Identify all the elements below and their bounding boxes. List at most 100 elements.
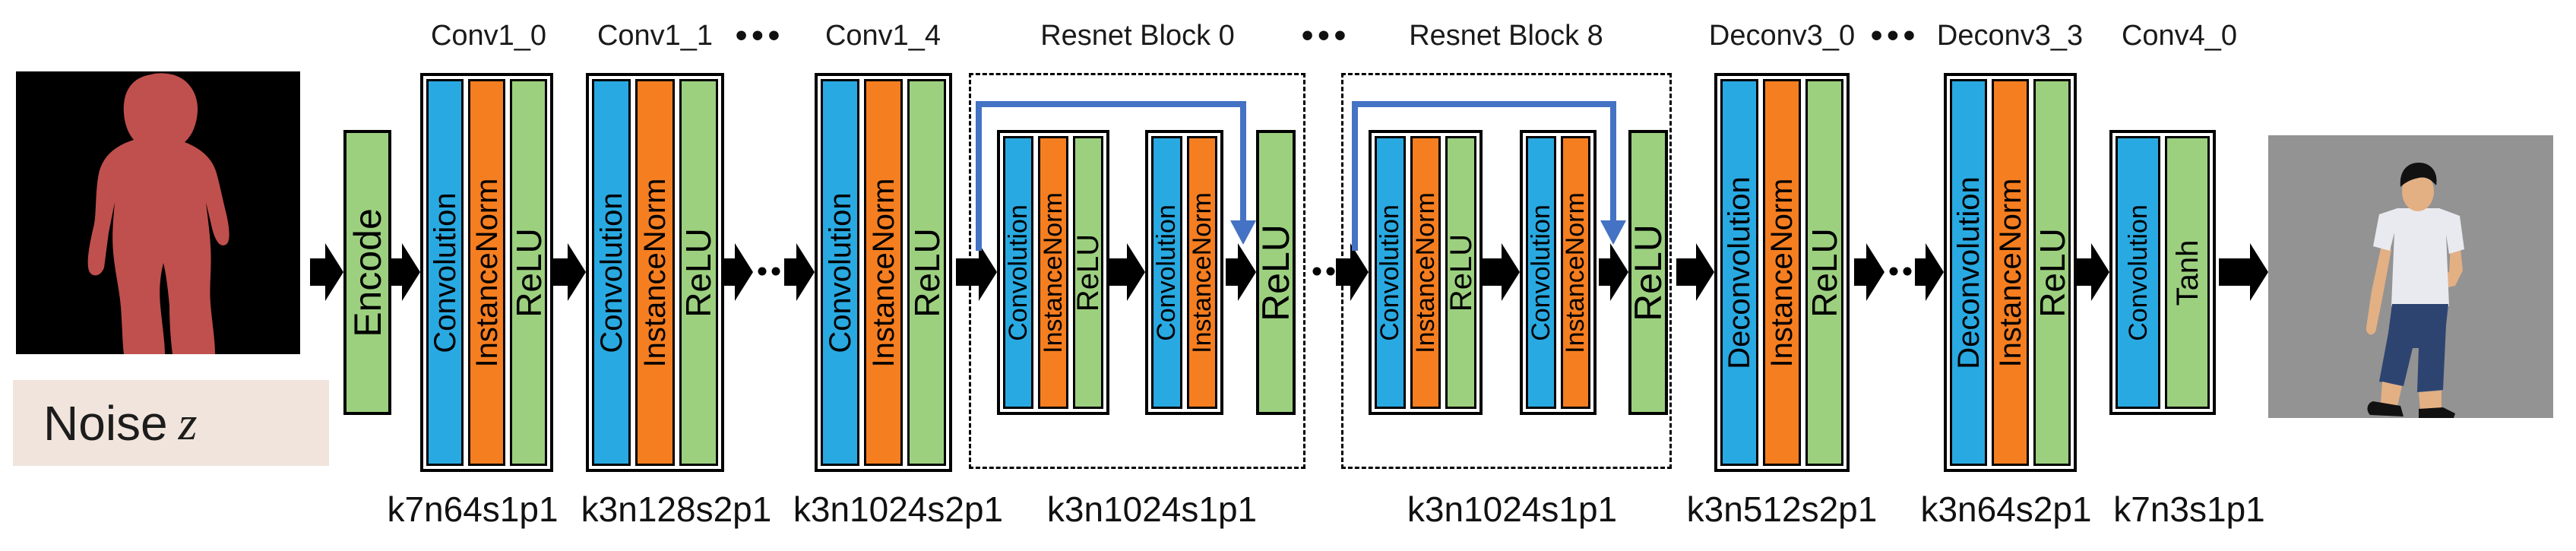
bar-instancenorm: InstanceNorm	[1763, 79, 1801, 466]
layer-bar-label: ReLU	[1805, 227, 1844, 318]
layer-bar-label: InstanceNorm	[1765, 178, 1799, 367]
person-silhouette-illustration	[87, 73, 229, 354]
noise-label: Noise	[43, 395, 168, 451]
layer-bar-label: InstanceNorm	[638, 178, 672, 367]
bar-convolution: Convolution	[592, 79, 631, 466]
hyperparam-label: k7n3s1p1	[2113, 489, 2265, 529]
generated-person-illustration	[2366, 163, 2464, 418]
top-label-deconv3_3: Deconv3_3	[1936, 20, 2084, 52]
bar-relu: ReLU	[1444, 136, 1478, 409]
bar-convolution: Convolution	[2116, 136, 2160, 409]
hyperparam-label: k7n64s1p1	[387, 489, 559, 529]
bar-instancenorm: InstanceNorm	[1560, 136, 1590, 409]
flow-arrow	[956, 243, 997, 301]
bar-instancenorm: InstanceNorm	[468, 79, 505, 466]
input-segmentation-image	[16, 71, 300, 354]
bar-encode: Encode	[343, 130, 391, 415]
layer-bar-label: Convolution	[1375, 204, 1405, 341]
bar-instancenorm: InstanceNorm	[1038, 136, 1068, 409]
noise-symbol: z	[178, 395, 198, 450]
bar-tanh: Tanh	[2165, 136, 2210, 409]
bar-instancenorm: InstanceNorm	[1992, 79, 2029, 466]
hyperparam-label: k3n64s2p1	[1920, 489, 2092, 529]
flow-arrow	[1483, 243, 1520, 301]
flow-arrow	[1226, 243, 1256, 301]
layer-bar-label: Convolution	[1526, 204, 1555, 341]
hyperparam-label: k3n1024s2p1	[793, 489, 1004, 529]
skip-connection-arrowhead-icon	[1600, 220, 1626, 245]
skip-connection-line	[1352, 101, 1616, 251]
flow-arrow	[1915, 243, 1944, 301]
bar-instancenorm: InstanceNorm	[1410, 136, 1441, 409]
flow-arrow	[1109, 243, 1145, 301]
bar-relu: ReLU	[1805, 79, 1844, 466]
bar-instancenorm: InstanceNorm	[1186, 136, 1217, 409]
ellipsis-dot	[771, 267, 780, 276]
layer-bar-label: ReLU	[1444, 233, 1478, 312]
bar-instancenorm: InstanceNorm	[635, 79, 675, 466]
layer-bar-label: Convolution	[594, 192, 628, 353]
layer-bar-label: Deconvolution	[1723, 176, 1756, 369]
flow-arrow	[2077, 243, 2109, 301]
layer-bar-label: InstanceNorm	[470, 178, 504, 367]
layer-bar-label: InstanceNorm	[1187, 192, 1217, 353]
ellipsis-dot	[1903, 267, 1912, 276]
layer-bar-label: ReLU	[1255, 223, 1297, 321]
layer-bar-label: Convolution	[823, 192, 857, 353]
bar-convolution: Convolution	[1375, 136, 1406, 409]
layer-bar-label: InstanceNorm	[1561, 192, 1590, 353]
ellipsis-dot	[1312, 267, 1321, 276]
layer-bar-label: Encode	[346, 207, 389, 337]
bar-relu: ReLU	[679, 79, 718, 466]
ellipsis-dots: •••	[1870, 17, 1920, 54]
ellipsis-dots: •••	[1301, 17, 1351, 54]
layer-bar-label: Convolution	[2123, 204, 2153, 341]
bar-deconvolution: Deconvolution	[1950, 79, 1987, 466]
bar-relu: ReLU	[1627, 130, 1669, 415]
block-res0-relu: ReLU	[1255, 130, 1297, 415]
layer-bar-label: ReLU	[1627, 223, 1669, 321]
bar-deconvolution: Deconvolution	[1720, 79, 1758, 466]
layer-bar-label: Convolution	[428, 192, 462, 353]
layer-bar-label: InstanceNorm	[1993, 178, 2027, 367]
hyperparam-label: k3n512s2p1	[1686, 489, 1878, 529]
flow-arrow	[724, 243, 753, 301]
bar-relu: ReLU	[508, 79, 549, 466]
top-label-conv4_0: Conv4_0	[2121, 20, 2238, 52]
block-res8-relu: ReLU	[1627, 130, 1669, 415]
bar-convolution: Convolution	[1526, 136, 1556, 409]
layer-bar-label: Tanh	[2170, 239, 2204, 306]
noise-z-box: Noise z	[13, 380, 329, 466]
ellipsis-dot	[1326, 267, 1335, 276]
flow-arrow	[391, 243, 420, 301]
flow-arrow	[553, 243, 586, 301]
bar-convolution: Convolution	[821, 79, 859, 466]
layer-bar-label: InstanceNorm	[1411, 192, 1440, 353]
block-encode: Encode	[343, 130, 391, 415]
flow-arrow	[1599, 243, 1628, 301]
flow-arrow	[784, 243, 815, 301]
top-label-resnet-block-8: Resnet Block 8	[1409, 20, 1603, 52]
bar-convolution: Convolution	[1003, 136, 1033, 409]
bar-convolution: Convolution	[426, 79, 464, 466]
hyperparam-label: k3n1024s1p1	[1407, 489, 1618, 529]
top-label-conv1_4: Conv1_4	[824, 20, 941, 52]
layer-bar-label: ReLU	[508, 227, 549, 318]
block-conv4_0: Convolution Tanh	[2109, 130, 2216, 415]
skip-connection-arrowhead-icon	[1230, 220, 1256, 245]
flow-arrow	[1854, 243, 1885, 301]
top-label-resnet-block-0: Resnet Block 0	[1040, 20, 1235, 52]
ellipsis-dots: •••	[735, 17, 785, 54]
layer-bar-label: ReLU	[679, 227, 719, 318]
layer-bar-label: Convolution	[1152, 204, 1182, 341]
layer-bar-label: InstanceNorm	[1039, 192, 1068, 353]
